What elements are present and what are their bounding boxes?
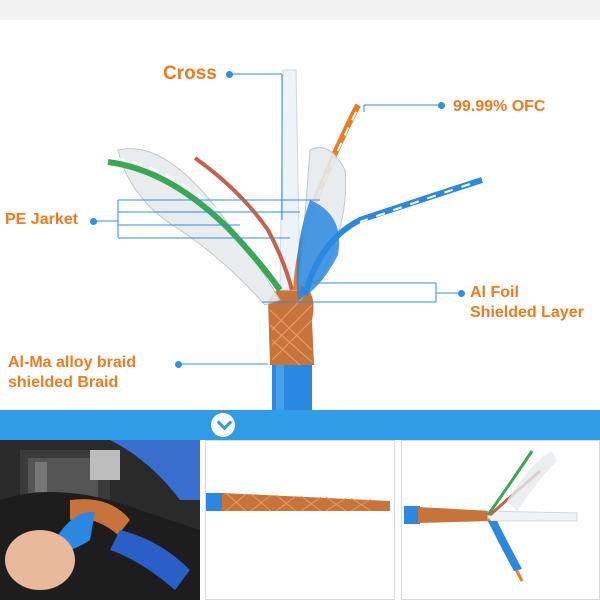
callout-dot-ofc [438,102,445,109]
copper-braid [268,284,314,365]
callout-al-foil: Al Foil Shielded Layer [470,283,600,323]
braided-cable-illustration [206,441,394,599]
callout-pe-jacket: PE Jarket [5,211,78,228]
callout-al-foil-line2: Shielded Layer [470,304,584,321]
crimp-tool-illustration [0,440,200,600]
callout-al-foil-line1: Al Foil [470,284,519,301]
callout-dot-cross [226,71,233,78]
callout-cross: Cross [163,63,217,84]
chevron-down-icon[interactable] [208,410,238,440]
braided-cable-photo [205,440,395,600]
callout-braid-line2: shielded Braid [8,374,119,391]
callout-braid-line1: Al-Ma alloy braid [8,354,137,371]
callout-dot-foil [458,290,465,297]
crimp-tool-photo [0,440,200,600]
callout-ofc: 99.99% OFC [453,98,546,115]
green-pair [107,159,283,292]
callout-dot-pe [90,218,97,225]
callout-dot-braid [175,361,182,368]
callout-braid: Al-Ma alloy braid shielded Braid [8,353,178,393]
section-divider-bar [0,410,600,440]
stripped-cable-photo [401,440,600,600]
top-band [0,0,600,20]
stripped-cable-illustration [402,441,599,599]
blue-foil-patch [296,200,340,300]
cable-illustration [95,69,483,410]
brown-pair [193,156,294,291]
cable-structure-photo: Cross 99.99% OFC PE Jarket Al Foil Shiel… [0,0,600,410]
